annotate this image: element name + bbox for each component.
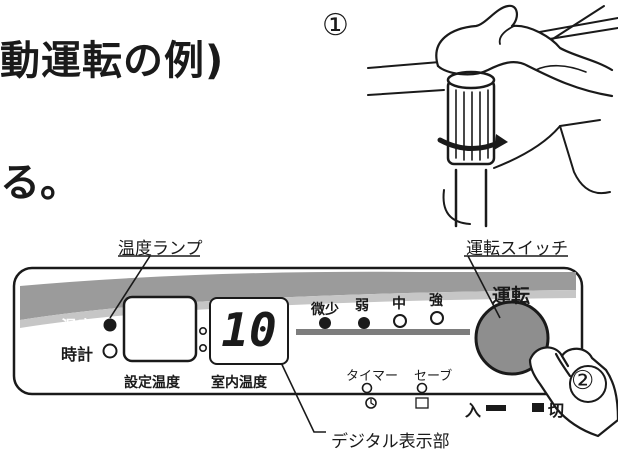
step-1-marker: ① — [322, 8, 349, 43]
timer-label: タイマー — [346, 369, 399, 384]
room-temperature-label: 室内温度 — [211, 375, 267, 391]
save-label: セーブ — [414, 369, 453, 384]
heading-line-2: る。 — [0, 160, 80, 206]
step-2-marker: ② — [571, 366, 595, 396]
on-label: 入 — [465, 401, 482, 420]
fan-weak-label: 弱 — [355, 298, 369, 314]
callout-lines — [109, 255, 568, 433]
callout-operation-switch: 運転スイッチ — [466, 239, 568, 259]
callout-temperature-lamp: 温度ランプ — [118, 239, 203, 259]
set-temperature-label: 設定温度 — [124, 375, 180, 391]
clock-indicator-label: 時計 — [61, 345, 94, 364]
off-label: 切 — [548, 401, 565, 420]
fuel-knob-illustration — [367, 4, 618, 228]
fan-medium-label: 中 — [392, 296, 406, 312]
room-temperature-readout: 10 — [221, 303, 277, 357]
callout-digital-display: デジタル表示部 — [331, 432, 450, 452]
heading-line-1: 動運転の例) — [0, 38, 225, 84]
fan-strong-label: 強 — [429, 293, 443, 309]
operation-switch-label: 運転 — [492, 285, 531, 307]
control-panel — [12, 266, 584, 412]
temperature-indicator-label: 温度 — [61, 317, 94, 336]
room-temperature-display: 10 — [209, 297, 289, 365]
fan-slight-label: 微少 — [311, 302, 339, 318]
